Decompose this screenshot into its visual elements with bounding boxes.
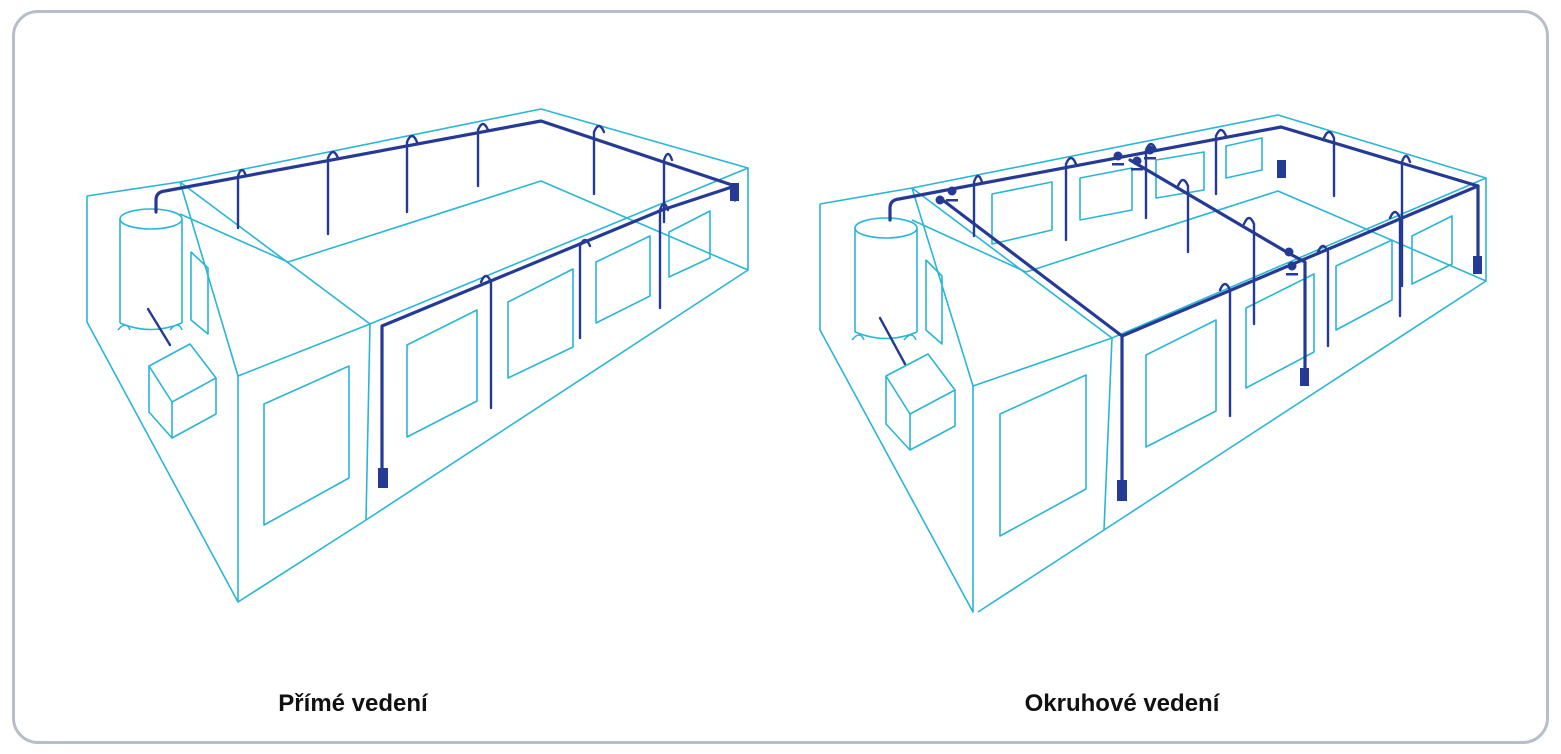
caption-ring-line: Okruhové vedení — [1024, 690, 1220, 717]
caption-direct-line: Přímé vedení — [278, 690, 428, 717]
outlet-right-center — [1300, 368, 1309, 386]
drop-lines-right — [972, 128, 1412, 418]
outlet-right-end — [1473, 256, 1482, 274]
outlet-left-front — [378, 468, 388, 488]
figure-frame — [12, 10, 1549, 744]
main-pipe-left — [146, 119, 737, 482]
main-ring-pipe-right — [878, 125, 1480, 492]
direct-line-diagram — [86, 108, 749, 603]
ring-line-diagram — [819, 114, 1487, 613]
drop-lines-left — [236, 122, 674, 410]
outlet-left-end — [730, 183, 739, 201]
outlet-right-front — [1117, 480, 1127, 501]
building-wireframe-left — [86, 108, 749, 603]
shutoff-valves-right — [935, 145, 1298, 276]
outlet-right-back — [1277, 160, 1286, 178]
building-wireframe-right — [819, 114, 1487, 613]
